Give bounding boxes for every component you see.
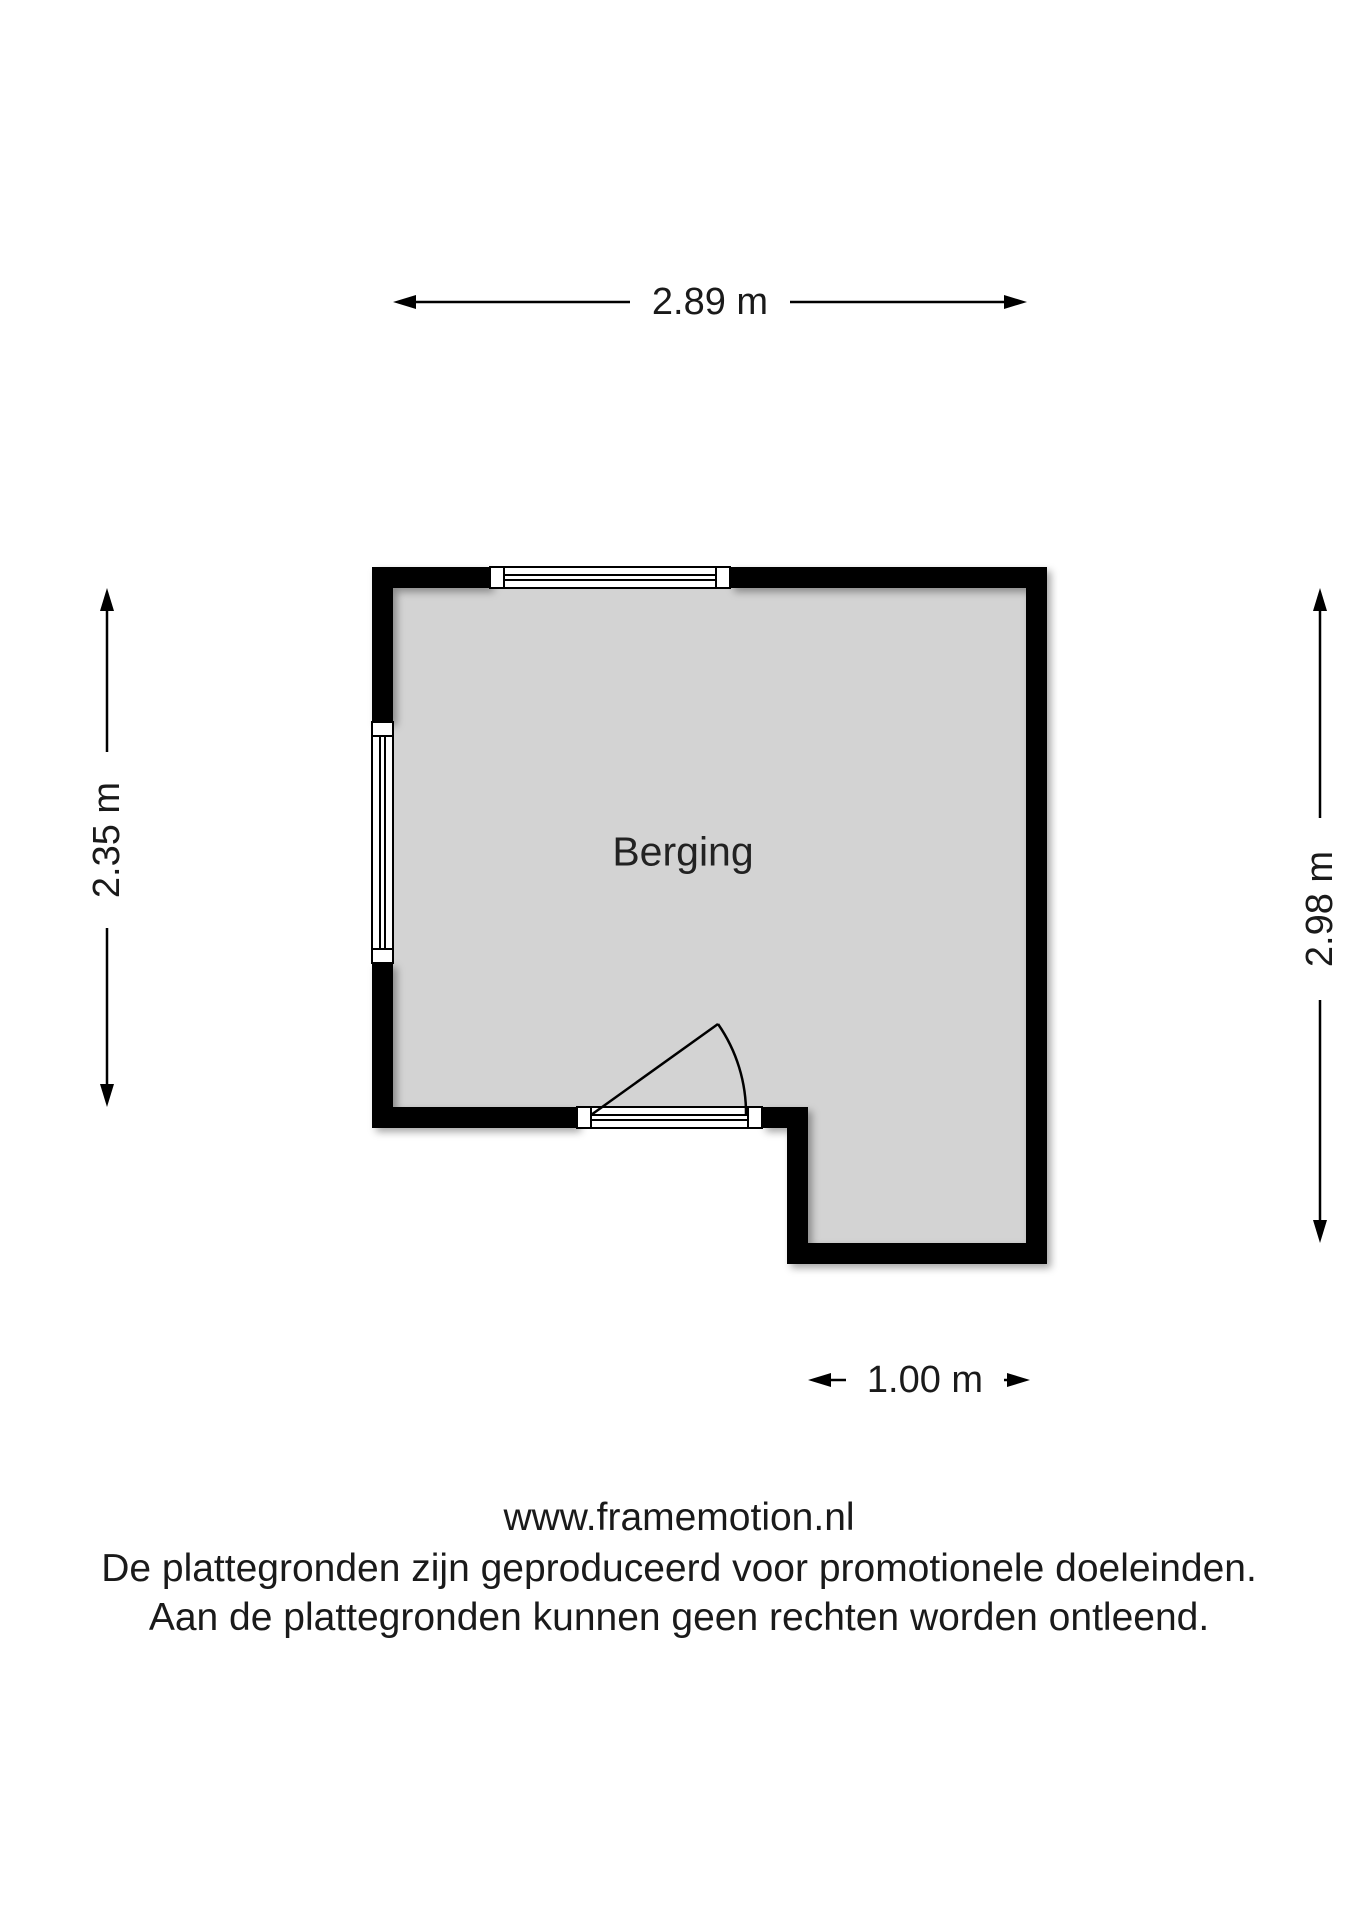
wall-top-right bbox=[730, 567, 1047, 588]
footer-website: www.framemotion.nl bbox=[503, 1496, 855, 1539]
dimension-left bbox=[100, 588, 114, 1107]
footer-line-1: De plattegronden zijn geproduceerd voor … bbox=[101, 1547, 1257, 1590]
wall-left-bottom bbox=[372, 963, 393, 1128]
room-label: Berging bbox=[612, 828, 754, 875]
wall-bottom-right bbox=[787, 1243, 1047, 1264]
wall-right bbox=[1026, 567, 1047, 1264]
dimension-bottom-label: 1.00 m bbox=[866, 1359, 984, 1401]
dimension-left-label: 2.35 m bbox=[86, 781, 128, 899]
dimension-top bbox=[393, 295, 1027, 309]
room-floor bbox=[393, 588, 1026, 1243]
wall-top-left bbox=[372, 567, 490, 588]
wall-left-top bbox=[372, 567, 393, 722]
wall-notch-stub bbox=[762, 1107, 808, 1128]
wall-notch-vertical bbox=[787, 1107, 808, 1264]
dimension-right-label: 2.98 m bbox=[1299, 850, 1341, 968]
dimension-right bbox=[1313, 588, 1327, 1243]
door-swing-arc bbox=[716, 1023, 748, 1116]
window-top bbox=[489, 566, 731, 589]
wall-bottom-left bbox=[372, 1107, 577, 1128]
door bbox=[576, 1022, 763, 1129]
window-left bbox=[371, 721, 394, 964]
footer-line-2: Aan de plattegronden kunnen geen rechten… bbox=[148, 1596, 1210, 1639]
dimension-top-label: 2.89 m bbox=[651, 281, 769, 323]
door-leaf bbox=[590, 1022, 719, 1117]
walls bbox=[372, 567, 1047, 1264]
dimension-bottom bbox=[808, 1373, 1030, 1387]
